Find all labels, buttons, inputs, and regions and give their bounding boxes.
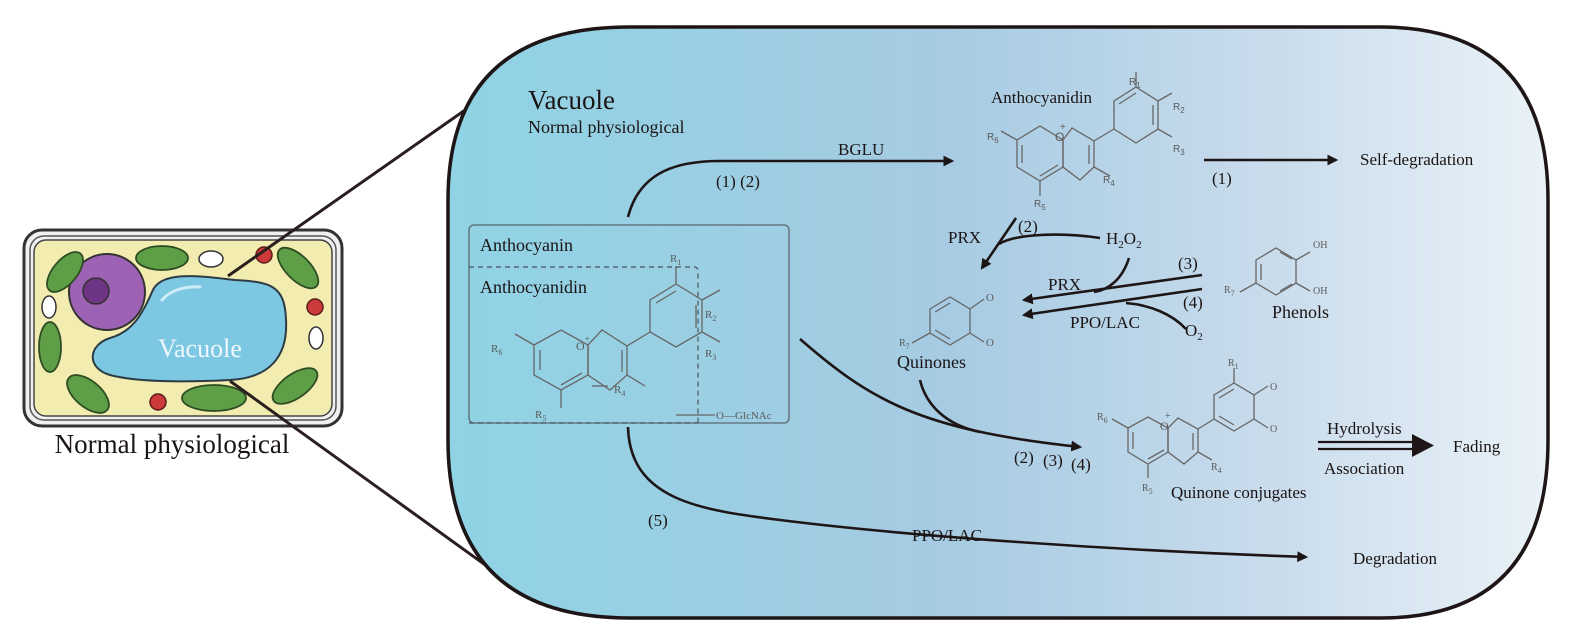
bglu-steps: (1) (2) xyxy=(716,172,760,191)
bglu-label: BGLU xyxy=(838,140,884,159)
step-3-label: (3) xyxy=(1178,254,1198,273)
vesicle xyxy=(198,250,224,268)
conjugation-step-4: (4) xyxy=(1071,455,1091,474)
phenols-label: Phenols xyxy=(1272,302,1329,322)
association-label: Association xyxy=(1324,459,1405,478)
quinone-oxygen-2: O xyxy=(986,337,994,349)
plant-cell-illustration xyxy=(22,228,344,428)
degradation-label: Degradation xyxy=(1353,549,1438,568)
anthocyanidin-structure-top xyxy=(1000,72,1173,196)
top-sub-r3: R3 xyxy=(1173,144,1185,157)
chloroplast xyxy=(276,246,320,290)
phenol-oh-2: OH xyxy=(1313,286,1327,297)
sub-r2: R2 xyxy=(705,309,716,323)
chloroplast xyxy=(46,251,84,293)
self-degradation-step: (1) xyxy=(1212,169,1232,188)
phenol-oh-1: OH xyxy=(1313,240,1327,251)
top-sub-r1: R1 xyxy=(1129,77,1141,90)
chloroplast xyxy=(181,384,247,412)
zoom-connector-bottom xyxy=(229,379,521,592)
h2o2-feed-line-2 xyxy=(1093,257,1131,294)
panel-title: Vacuole xyxy=(528,85,615,115)
step-2-label: (2) xyxy=(1018,217,1038,236)
top-oxonium-charge: + xyxy=(1060,122,1066,133)
chloroplast xyxy=(66,374,110,414)
chloroplast xyxy=(135,245,189,271)
sub-r1: R1 xyxy=(670,253,681,267)
conj-oxygen-1: O xyxy=(1270,382,1277,393)
cell-caption: Normal physiological xyxy=(55,429,290,459)
top-sub-r2: R2 xyxy=(1173,102,1185,115)
conj-r5: R5 xyxy=(1142,483,1153,496)
conj-r4: R4 xyxy=(1211,462,1222,475)
top-sub-r6: R6 xyxy=(987,132,999,145)
quinone-conjugate-structure xyxy=(1111,368,1269,478)
prx-label-2: PRX xyxy=(948,228,981,247)
red-organelle xyxy=(306,298,324,316)
glycoside-label: O—GlcNAc xyxy=(716,410,772,422)
nucleolus xyxy=(82,277,110,305)
sub-r6: R6 xyxy=(491,343,502,357)
h2o2-label: H2O2 xyxy=(1106,229,1142,251)
vesicle xyxy=(308,326,324,350)
anthocyanin-box xyxy=(468,224,790,424)
hydrolysis-label: Hydrolysis xyxy=(1327,419,1402,438)
top-anthocyanidin-title: Anthocyanidin xyxy=(991,88,1093,107)
phenol-r7: R7 xyxy=(1224,285,1235,298)
prx-label-3: PRX xyxy=(1048,275,1081,294)
ppo-lac-label-4: PPO/LAC xyxy=(1070,313,1140,332)
ppo-lac-label-5: PPO/LAC xyxy=(912,526,982,545)
step-4-label: (4) xyxy=(1183,293,1203,312)
phenol-structure xyxy=(1239,247,1311,296)
quinone-oxygen-1: O xyxy=(986,292,994,304)
top-oxonium: O xyxy=(1055,130,1064,144)
anthocyanidin-inner-title: Anthocyanidin xyxy=(480,277,587,297)
o2-feed-line xyxy=(1125,301,1187,330)
conjugation-step-2: (2) xyxy=(1014,448,1034,467)
conj-oxonium: O xyxy=(1160,419,1169,433)
vacuole-highlight xyxy=(160,285,202,302)
bglu-arrow xyxy=(626,155,955,218)
vesicle xyxy=(41,295,57,319)
panel-subtitle: Normal physiological xyxy=(528,117,684,137)
zoom-connector-top xyxy=(227,78,509,278)
cell-wall-inner xyxy=(29,235,337,421)
anthocyanidin-structure-box xyxy=(514,266,721,416)
fading-label: Fading xyxy=(1453,437,1501,456)
sub-r4: R4 xyxy=(614,384,625,398)
chloroplast xyxy=(271,367,319,405)
top-sub-r4: R4 xyxy=(1103,175,1115,188)
step-5-label: (5) xyxy=(648,511,668,530)
anthocyanidin-dashed-box xyxy=(469,266,699,423)
sub-r5: R5 xyxy=(535,409,546,423)
conj-r6: R6 xyxy=(1097,412,1108,425)
chloroplast xyxy=(38,321,62,373)
conj-r1: R1 xyxy=(1228,358,1239,371)
quinones-label: Quinones xyxy=(897,352,966,372)
quinone-structure xyxy=(911,296,985,346)
sub-r3: R3 xyxy=(705,348,716,362)
quinone-feed-line xyxy=(918,379,981,434)
conj-oxygen-2: O xyxy=(1270,424,1277,435)
vacuole-shape xyxy=(91,275,288,383)
degradation-arrow xyxy=(626,426,1309,563)
conj-oxonium-charge: + xyxy=(1165,411,1171,422)
anthocyanin-title: Anthocyanin xyxy=(480,235,573,255)
top-sub-r5: R5 xyxy=(1034,199,1046,212)
red-organelle xyxy=(149,393,167,411)
hydrolysis-arrowhead xyxy=(1412,434,1434,457)
vacuole-panel xyxy=(446,25,1550,620)
ppo-lac-arrow-4 xyxy=(1021,287,1203,320)
h2o2-feed-line xyxy=(998,233,1101,246)
conjugation-arrow xyxy=(799,338,1083,452)
quinone-conjugates-label: Quinone conjugates xyxy=(1171,483,1307,502)
prx-arrow-3 xyxy=(1021,273,1203,305)
cell-vacuole-label: Vacuole xyxy=(158,334,242,363)
conjugation-step-3: (3) xyxy=(1043,451,1063,470)
quinone-r7: R7 xyxy=(899,338,910,351)
self-degradation-label: Self-degradation xyxy=(1360,150,1474,169)
